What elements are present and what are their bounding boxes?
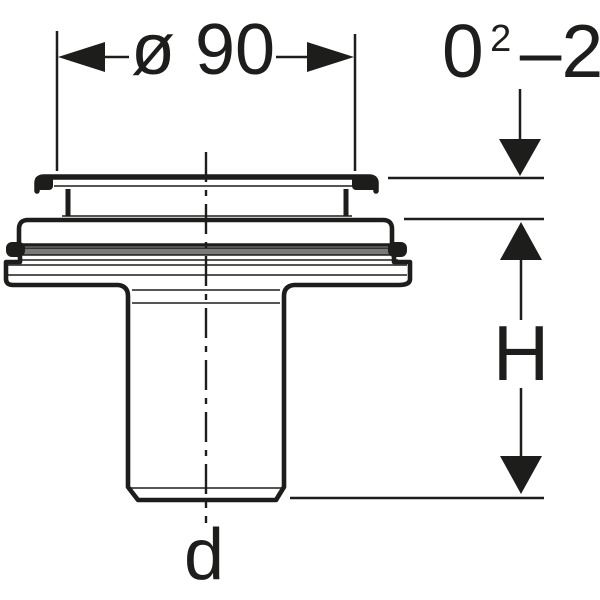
- diameter-label: ø 90: [131, 10, 275, 90]
- flange-and-pipe-outline: [3, 254, 413, 503]
- gasket-band: [23, 248, 393, 255]
- arrow-down-icon: [500, 456, 542, 494]
- reference-label: 0 2 –2: [442, 9, 600, 93]
- height-dimension: H: [290, 176, 549, 500]
- gasket-left-lug: [6, 242, 25, 257]
- arrow-up-icon: [500, 222, 542, 260]
- cover-plate-outline: [34, 174, 379, 194]
- height-label: H: [493, 309, 549, 397]
- arrow-down-icon: [499, 139, 541, 176]
- reference-label-tail: –2: [520, 9, 600, 93]
- gasket-right-lug: [388, 242, 407, 257]
- outlet-diameter-label: d: [184, 515, 224, 595]
- arrow-right-icon: [307, 42, 354, 72]
- reference-label-superscript: 2: [490, 18, 511, 60]
- cover-plate-right-lip: [352, 176, 377, 190]
- arrow-left-icon: [58, 42, 105, 72]
- collar-outline: [16, 217, 395, 250]
- drain-body: [3, 174, 413, 503]
- reference-label-base: 0: [442, 9, 484, 93]
- cover-plate-left-lip: [35, 176, 53, 190]
- diameter-dimension: ø 90: [55, 10, 357, 171]
- reference-callout: 0 2 –2: [442, 9, 600, 176]
